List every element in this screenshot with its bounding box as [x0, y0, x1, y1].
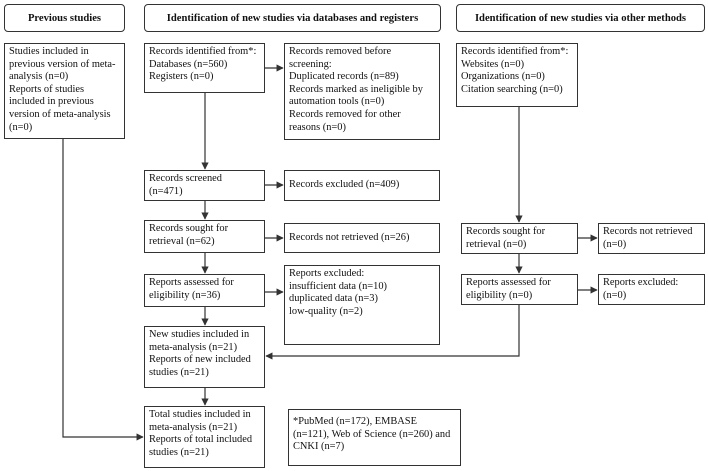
other-records-identified-box: Records identified from*: Websites (n=0)…: [456, 43, 578, 107]
db-reports-excluded-box: Reports excluded: insufficient data (n=1…: [284, 265, 440, 345]
header-databases-registers: Identification of new studies via databa…: [144, 4, 441, 32]
db-records-screened-box: Records screened (n=471): [144, 170, 265, 201]
header-databases-label: Identification of new studies via databa…: [166, 12, 419, 24]
db-records-excluded-box: Records excluded (n=409): [284, 170, 440, 201]
db-records-identified-box: Records identified from*: Databases (n=5…: [144, 43, 265, 93]
db-records-not-retrieved-box: Records not retrieved (n=26): [284, 223, 440, 253]
other-reports-excluded-box: Reports excluded: (n=0): [598, 274, 705, 305]
previous-included-box: Studies included in previous version of …: [4, 43, 125, 139]
new-included-box: New studies included in meta-analysis (n…: [144, 326, 265, 388]
db-records-removed-box: Records removed before screening: Duplic…: [284, 43, 440, 140]
other-reports-assessed-box: Reports assessed for eligibility (n=0): [461, 274, 578, 305]
db-reports-assessed-box: Reports assessed for eligibility (n=36): [144, 274, 265, 307]
other-records-not-retrieved-box: Records not retrieved (n=0): [598, 223, 705, 254]
arrow-previous-to-total: [62, 139, 144, 441]
other-records-sought-box: Records sought for retrieval (n=0): [461, 223, 578, 254]
footnote-box: *PubMed (n=172), EMBASE (n=121), Web of …: [288, 409, 461, 466]
total-included-box: Total studies included in meta-analysis …: [144, 406, 265, 468]
db-records-sought-box: Records sought for retrieval (n=62): [144, 220, 265, 253]
header-previous-label: Previous studies: [27, 12, 102, 24]
header-other-label: Identification of new studies via other …: [474, 12, 687, 24]
arrow-other-assessed-to-new-included: [265, 305, 520, 360]
header-previous-studies: Previous studies: [4, 4, 125, 32]
header-other-methods: Identification of new studies via other …: [456, 4, 705, 32]
